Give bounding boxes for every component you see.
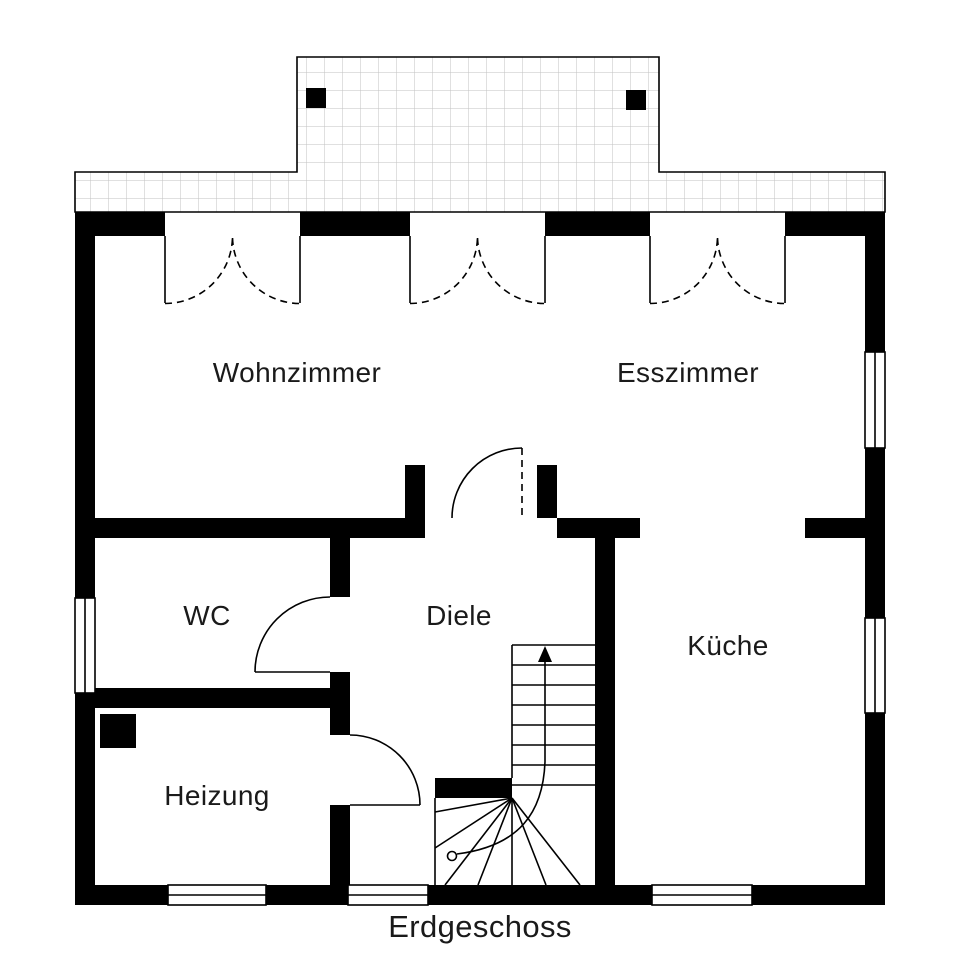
room-label-esszimmer: Esszimmer [616, 357, 760, 388]
wc-door [254, 596, 331, 673]
terrace-post [306, 88, 326, 108]
terrace-paving [74, 56, 886, 213]
diele-door [451, 447, 523, 519]
staircase [434, 644, 595, 886]
stair-wall [435, 778, 512, 798]
room-label-wc: WC [183, 600, 231, 631]
exterior-walls [75, 212, 885, 905]
window [864, 351, 886, 449]
window [74, 597, 96, 694]
room-label-diele: Diele [426, 600, 492, 631]
door-jamb [537, 465, 557, 518]
patio-door [164, 235, 301, 305]
terrace-post [626, 90, 646, 110]
floor-title: Erdgeschoss [388, 909, 572, 944]
heizung-door [349, 734, 421, 806]
interior-doors [254, 447, 523, 806]
stair-direction-arrow [538, 646, 552, 662]
window [347, 884, 429, 906]
stair-direction-line [446, 646, 552, 862]
door-jamb [405, 465, 425, 518]
window [167, 884, 267, 906]
terrace [74, 56, 886, 213]
room-label-kueche: Küche [687, 630, 769, 661]
patio-door [409, 235, 546, 305]
interior-walls [95, 465, 865, 885]
patio-door [649, 235, 786, 305]
room-label-heizung: Heizung [164, 780, 270, 811]
window [864, 617, 886, 714]
window [651, 884, 753, 906]
patio-doors [164, 235, 786, 305]
room-label-wohnzimmer: Wohnzimmer [212, 357, 382, 388]
windows [74, 351, 886, 906]
chimney-block [100, 714, 136, 748]
